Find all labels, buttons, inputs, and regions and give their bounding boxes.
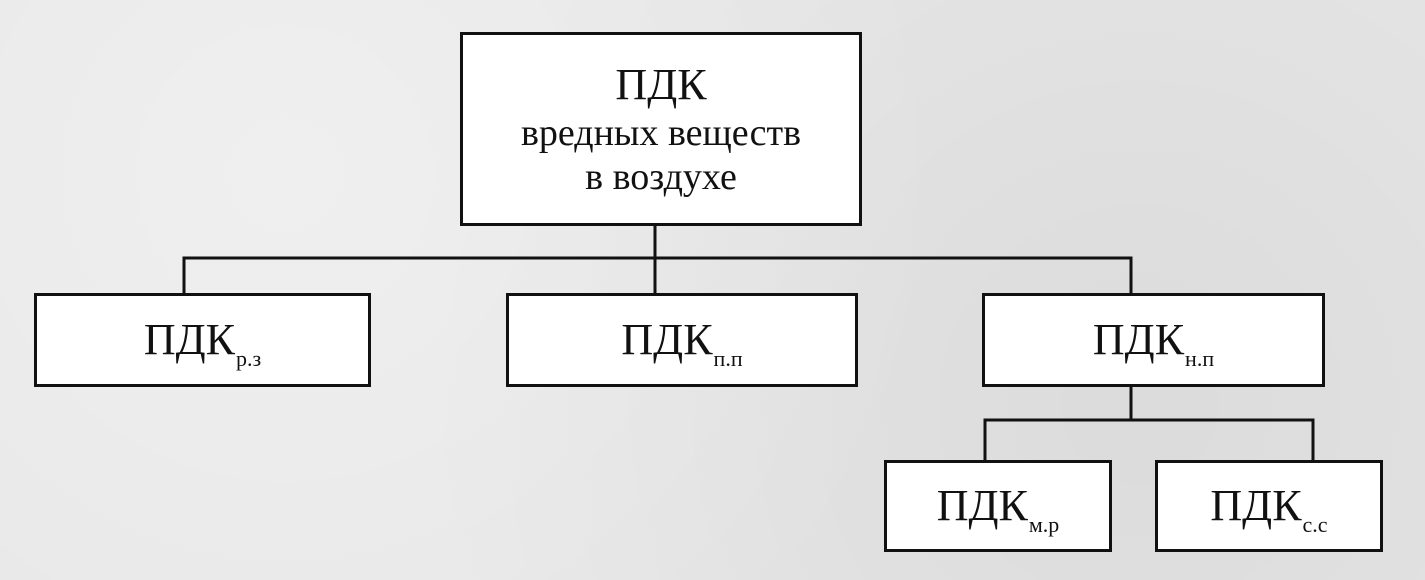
grandchild-label-ss: ПДКс.с: [1210, 480, 1327, 537]
child-sub-np: н.п: [1185, 345, 1215, 371]
grandchild-main-ss: ПДК: [1210, 480, 1302, 530]
child-label-pp: ПДКп.п: [621, 314, 742, 371]
grandchild-label-mr: ПДКм.р: [936, 480, 1060, 537]
child-label-rz: ПДКр.з: [143, 314, 261, 371]
root-line-3: в воздухе: [585, 156, 737, 198]
root-line-2: вредных веществ: [520, 112, 802, 154]
child-main-rz: ПДК: [143, 314, 235, 364]
child-node-rz: ПДКр.з: [34, 293, 371, 387]
root-line-1: ПДК: [615, 60, 707, 109]
child-main-pp: ПДК: [621, 314, 713, 364]
grandchild-sub-mr: м.р: [1028, 511, 1060, 537]
child-label-np: ПДКн.п: [1092, 314, 1214, 371]
child-sub-pp: п.п: [713, 345, 743, 371]
grandchild-main-mr: ПДК: [936, 480, 1028, 530]
grandchild-sub-ss: с.с: [1302, 511, 1328, 537]
child-node-np: ПДКн.п: [982, 293, 1325, 387]
child-node-pp: ПДКп.п: [506, 293, 858, 387]
root-label: ПДК вредных веществ в воздухе: [521, 59, 801, 199]
child-sub-rz: р.з: [235, 345, 262, 371]
child-main-np: ПДК: [1092, 314, 1185, 364]
grandchild-node-ss: ПДКс.с: [1155, 460, 1383, 552]
root-node: ПДК вредных веществ в воздухе: [460, 32, 862, 226]
grandchild-node-mr: ПДКм.р: [884, 460, 1112, 552]
